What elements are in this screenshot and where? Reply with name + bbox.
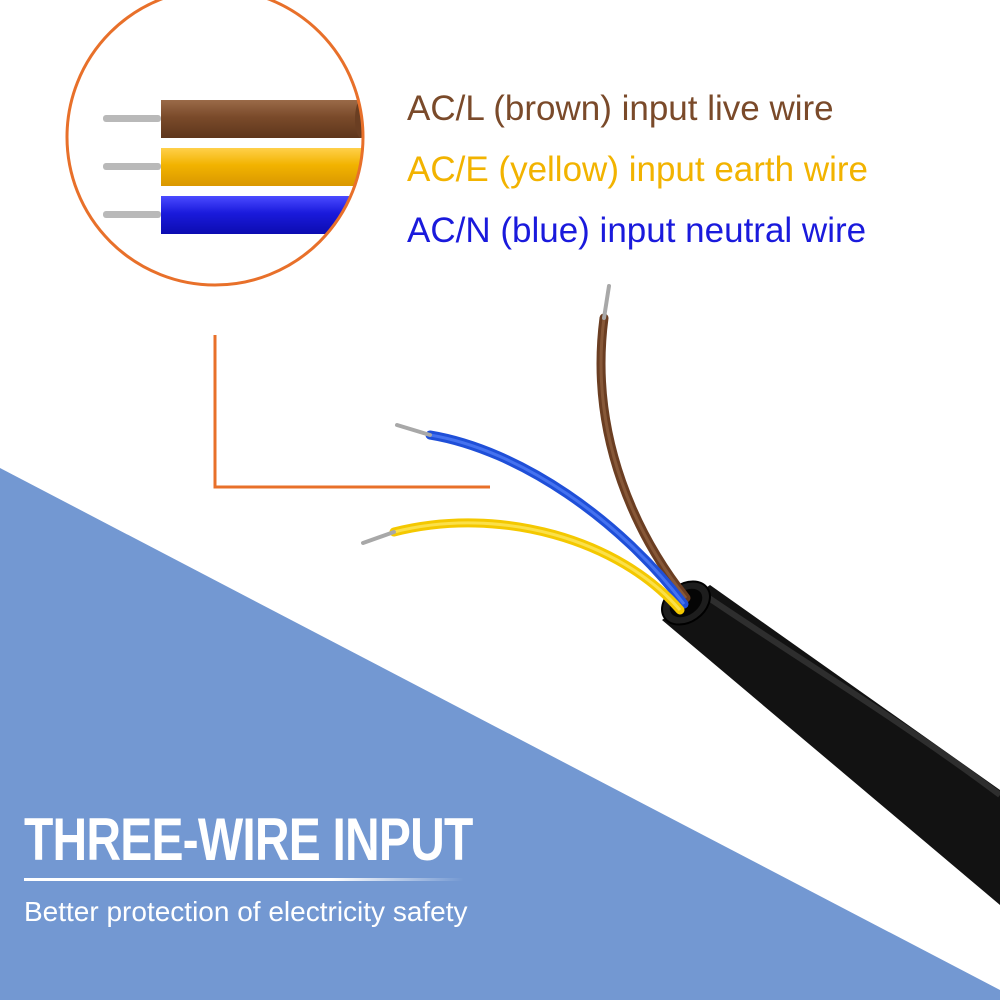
banner-headline: THREE-WIRE INPUT <box>24 806 473 873</box>
yellow-wire-icon <box>389 518 685 615</box>
neutral-wire-label: AC/N (blue) input neutral wire <box>407 211 867 250</box>
blue-background-panel <box>0 468 1000 1000</box>
earth-wire-label: AC/E (yellow) input earth wire <box>407 150 868 189</box>
headline-underline <box>24 878 464 881</box>
banner-subline: Better protection of electricity safety <box>24 896 468 927</box>
magnifier-callout <box>65 0 365 287</box>
stripped-wires <box>361 284 691 615</box>
callout-connector <box>213 335 490 489</box>
live-wire-label: AC/L (brown) input live wire <box>407 89 834 128</box>
